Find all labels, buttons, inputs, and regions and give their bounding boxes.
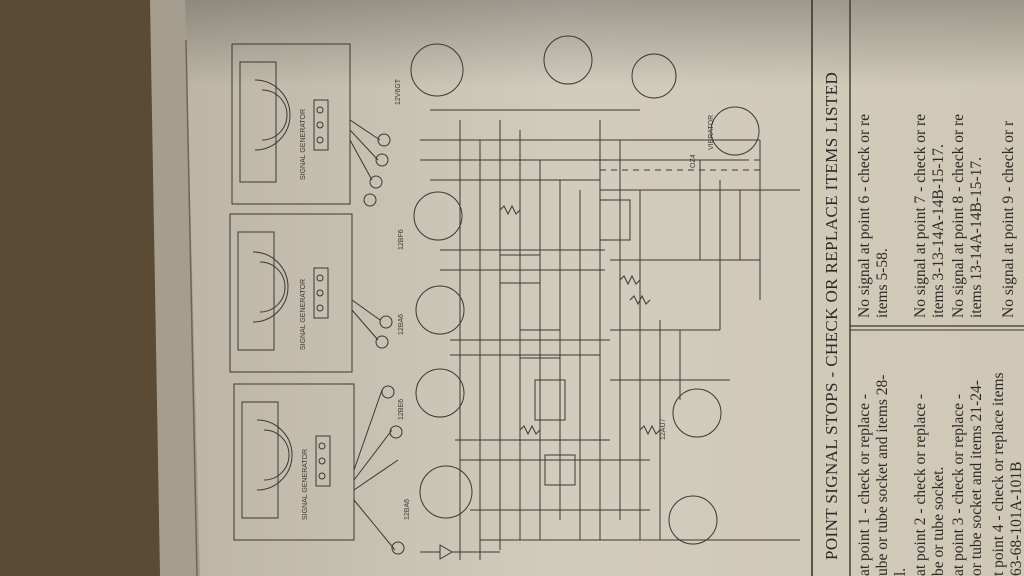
left-row-3-line-1: at point 3 - check or replace - bbox=[950, 393, 967, 576]
left-row-4-line-1: t point 4 - check or replace items bbox=[990, 372, 1007, 576]
tube-label-12ba6-rf: 12BA6 bbox=[404, 498, 411, 520]
signal-stops-table-frame bbox=[811, 0, 1024, 576]
left-row-1-line-2: ube or tube socket and items 28- bbox=[874, 374, 891, 576]
table-title: POINT SIGNAL STOPS - CHECK OR REPLACE IT… bbox=[822, 71, 841, 560]
right-row-2-line-1: No signal at point 7 - check or re bbox=[912, 113, 929, 318]
right-row-1-line-2: items 5-58. bbox=[874, 248, 891, 318]
vacuum-tubes bbox=[410, 35, 760, 545]
tube-label-12ba6: 12BA6 bbox=[398, 313, 405, 335]
right-row-3-line-2: items 13-14A-14B-15-17. bbox=[968, 156, 985, 318]
left-row-1-line-3: l. bbox=[892, 567, 909, 576]
test-point-markers bbox=[363, 133, 405, 555]
left-row-1-line-1: at point 1 - check or replace - bbox=[856, 393, 873, 576]
tube-label-12v6gt: 12V6GT bbox=[395, 78, 402, 105]
tube-label-12bf6: 12BF6 bbox=[398, 229, 405, 250]
signal-generator-panel bbox=[231, 43, 351, 205]
tube-label-12be6: 12BE6 bbox=[398, 398, 405, 420]
generator-title-1: SIGNAL GENERATOR bbox=[300, 108, 307, 180]
left-row-3-line-2: or tube socket and items 21-24- bbox=[968, 380, 985, 576]
vibrator-label: VIBRATOR bbox=[708, 114, 715, 150]
left-row-2-line-1: at point 2 - check or replace - bbox=[912, 393, 929, 576]
right-row-3-line-1: No signal at point 8 - check or re bbox=[950, 113, 967, 318]
generator-title-2: SIGNAL GENERATOR bbox=[300, 278, 307, 350]
tube-label-oz4: OZ4 bbox=[690, 154, 697, 168]
tube-label-12au7: 12AU7 bbox=[660, 418, 667, 440]
right-row-2-line-2: items 3-13-14A-14B-15-17. bbox=[930, 144, 947, 318]
if-transformers bbox=[499, 199, 631, 486]
radio-schematic bbox=[229, 35, 800, 560]
generator-title-3: SIGNAL GENERATOR bbox=[302, 448, 309, 520]
right-row-1-line-1: No signal at point 6 - check or re bbox=[856, 113, 873, 318]
right-row-4-line-1: No signal at point 9 - check or r bbox=[1000, 120, 1017, 318]
left-row-2-line-2: be or tube socket. bbox=[930, 466, 947, 576]
signal-generator-panel bbox=[233, 383, 355, 541]
left-row-4-line-2: 63-68-101A-101B bbox=[1008, 461, 1024, 576]
signal-generator-panel bbox=[229, 213, 353, 373]
